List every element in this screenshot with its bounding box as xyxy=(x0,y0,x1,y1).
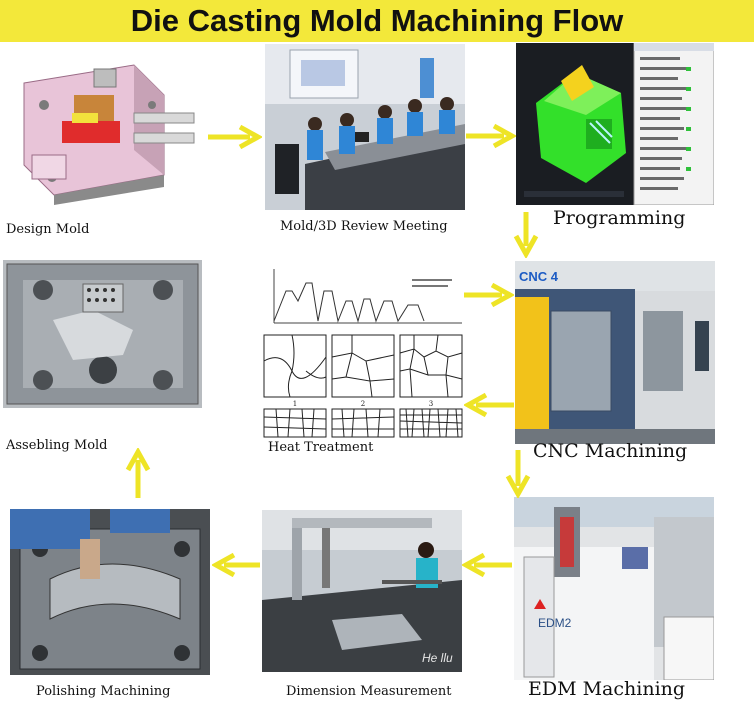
arrow-left-icon xyxy=(212,552,262,578)
arrow-right-icon xyxy=(462,282,514,308)
heat-panel-number-1: 1 xyxy=(293,400,297,408)
arrow-right-icon xyxy=(206,124,262,150)
step-label-dimension-measurement: Dimension Measurement xyxy=(286,684,452,699)
step-label-cnc-machining: CNC Machining xyxy=(533,440,688,462)
step-label-programming: Programming xyxy=(553,207,686,229)
cnc-machine-text: CNC 4 xyxy=(519,269,559,284)
step-label-heat-treatment: Heat Treatment xyxy=(268,440,374,455)
step-label-review-meeting: Mold/3D Review Meeting xyxy=(280,219,448,234)
step-label-design-mold: Design Mold xyxy=(6,222,90,237)
page-title: Die Casting Mold Machining Flow xyxy=(130,3,624,38)
arrow-left-icon xyxy=(464,392,516,418)
edm-machine-photo-image: EDM2 xyxy=(514,497,714,680)
heat-panel-number-2: 2 xyxy=(361,400,365,408)
meeting-room-photo-image xyxy=(265,44,465,210)
polishing-photo-image xyxy=(10,509,210,675)
cam-software-screenshot-image xyxy=(516,43,714,205)
arrow-down-icon xyxy=(504,448,532,498)
mold-cad-render-image xyxy=(14,55,200,207)
cnc-machine-photo-image: CNC 4 xyxy=(515,261,715,444)
step-label-polishing-machining: Polishing Machining xyxy=(36,684,171,699)
heat-panel-number-3: 3 xyxy=(429,400,433,408)
arrow-down-icon xyxy=(512,210,540,258)
arrow-up-icon xyxy=(124,448,152,500)
cmm-measurement-photo-image: He llu xyxy=(262,510,462,672)
cmm-machine-text: He llu xyxy=(422,651,453,665)
arrow-left-icon xyxy=(462,552,514,578)
edm-machine-text: EDM2 xyxy=(538,616,572,630)
title-banner xyxy=(0,0,754,42)
arrow-right-icon xyxy=(464,123,516,149)
step-label-assembling-mold: Assebling Mold xyxy=(6,438,108,453)
heat-treatment-chart-image: 1 2 3 xyxy=(262,261,467,441)
step-label-edm-machining: EDM Machining xyxy=(528,678,686,700)
assembled-mold-photo-image xyxy=(3,260,202,408)
